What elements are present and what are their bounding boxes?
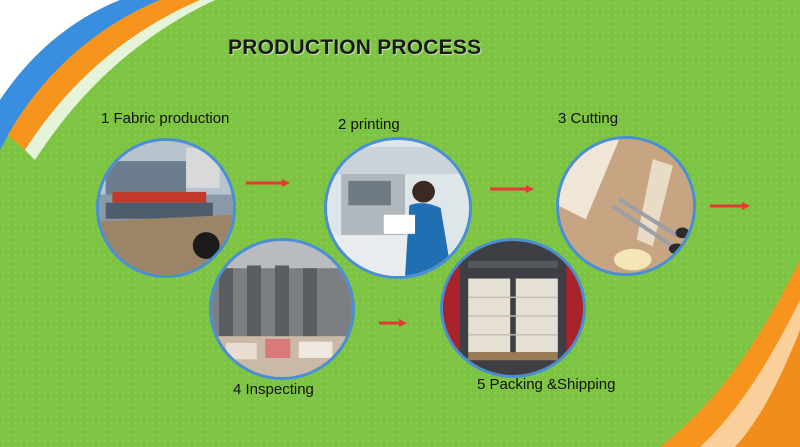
container-pallets-photo [440,238,586,378]
fabric-machine-photo [96,138,236,278]
step-1-label: 1 Fabric production [101,110,230,127]
page-title: PRODUCTION PROCESS [228,36,482,59]
step-4-label: 4 Inspecting [233,381,314,398]
warehouse-inspection-photo [209,238,355,380]
arrow-right-icon [379,319,407,327]
arrow-right-icon [246,179,290,187]
arrow-right-icon [710,202,750,210]
cutting-scissors-photo [556,136,696,276]
step-3-label: 3 Cutting [558,110,619,127]
arrow-right-icon [490,185,534,193]
step-5-label: 5 Packing &Shipping [477,376,616,393]
printing-operator-photo [324,137,472,279]
step-2-label: 2 printing [338,116,400,133]
